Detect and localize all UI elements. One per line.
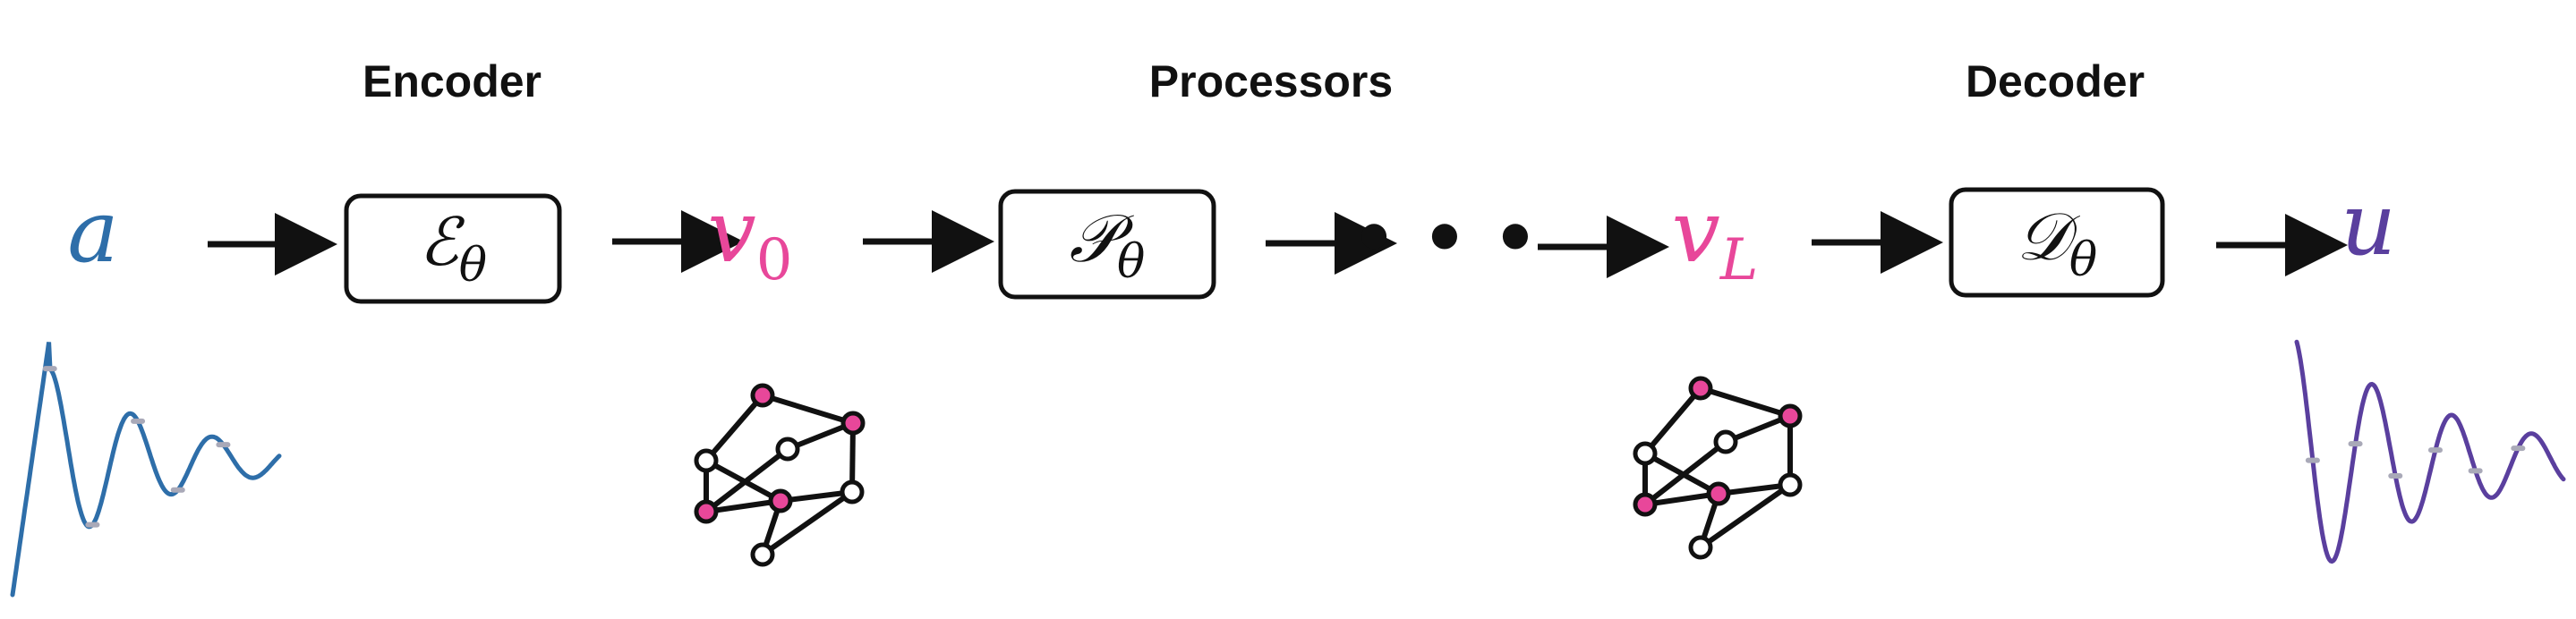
graph-node xyxy=(1688,535,1713,560)
output-variable-u: u xyxy=(2341,174,2396,275)
encoder-operator-symbol: ℰ xyxy=(419,204,465,281)
graph-edge xyxy=(762,393,854,426)
input-variable-a: a xyxy=(67,182,118,282)
wave-plot-icon xyxy=(2294,339,2566,564)
graph-node xyxy=(694,448,719,473)
svg-text:𝒟θ: 𝒟θ xyxy=(2017,199,2097,287)
graph-node xyxy=(1778,403,1803,428)
decoder-label: Decoder xyxy=(1966,56,2145,106)
graph-edge xyxy=(1643,439,1727,507)
graph-edge xyxy=(704,446,789,514)
graph-node xyxy=(750,542,775,567)
graph-edge xyxy=(705,498,781,514)
ellipsis: • • • xyxy=(1351,197,1538,280)
decoder-operator-subscript: θ xyxy=(2069,233,2097,287)
graph-node xyxy=(1706,481,1731,506)
encoder-operator-subscript: θ xyxy=(459,239,487,293)
graph-edge xyxy=(704,394,765,462)
graph-edge xyxy=(1642,386,1703,455)
wave-plot-icon xyxy=(10,342,282,598)
graph-node xyxy=(1633,492,1658,517)
graph-network-icon xyxy=(694,383,866,567)
latent-variable-vL: vL xyxy=(1672,182,1759,293)
graph-node xyxy=(1688,376,1713,401)
graph-network-icon xyxy=(1633,376,1803,560)
svg-text:𝒫θ: 𝒫θ xyxy=(1070,200,1146,289)
graph-node xyxy=(1633,441,1658,466)
svg-text:ℰθ: ℰθ xyxy=(419,204,487,293)
latent-variable-v0: v0 xyxy=(708,182,793,293)
processor-operator-subscript: θ xyxy=(1117,235,1145,289)
processor-box: 𝒫θ xyxy=(998,189,1216,300)
graph-node xyxy=(840,411,866,436)
encoder-box: ℰθ xyxy=(344,193,562,304)
graph-edge xyxy=(1700,386,1791,419)
encoder-label: Encoder xyxy=(363,56,542,106)
graph-node xyxy=(694,499,719,524)
graph-node xyxy=(1713,429,1738,454)
graph-edge xyxy=(761,489,854,557)
processors-label: Processors xyxy=(1149,56,1393,106)
graph-node xyxy=(768,488,793,513)
graph-node xyxy=(775,437,800,462)
graph-node xyxy=(750,383,775,408)
graph-node xyxy=(840,479,865,505)
decoder-box: 𝒟θ xyxy=(1949,187,2165,298)
graph-edge xyxy=(1644,491,1719,507)
graph-node xyxy=(1778,472,1803,497)
graph-edge xyxy=(1699,482,1792,550)
